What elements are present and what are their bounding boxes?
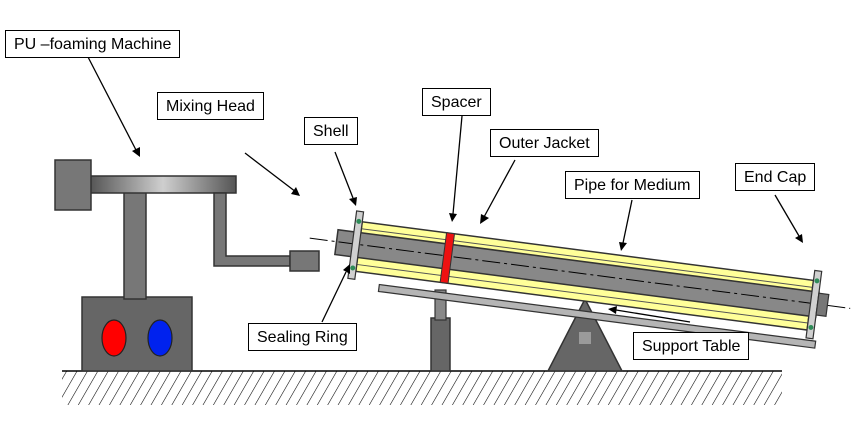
label-end-cap: End Cap (735, 163, 816, 191)
label-support-table: Support Table (633, 332, 750, 360)
pu-foaming-machine (54, 159, 320, 372)
machine-head-block (54, 159, 92, 211)
label-pipe-for-medium: Pipe for Medium (565, 171, 700, 199)
machine-column (123, 191, 147, 300)
label-pu-foaming-machine: PU –foaming Machine (5, 30, 181, 58)
mixing-hose (213, 192, 291, 267)
leader-lines (87, 56, 803, 323)
machine-arm (89, 175, 237, 194)
label-spacer: Spacer (422, 88, 491, 116)
pyramid-window (579, 332, 591, 344)
ground (62, 370, 782, 405)
label-mixing-head: Mixing Head (157, 92, 264, 120)
label-shell: Shell (304, 117, 358, 145)
left-flange (347, 210, 365, 280)
center-line (309, 237, 851, 309)
component-b-tank (147, 319, 173, 357)
spacer (439, 232, 456, 284)
end-cap-plug (815, 292, 830, 317)
label-outer-jacket: Outer Jacket (490, 129, 599, 157)
support-table (430, 289, 624, 372)
component-a-tank (101, 319, 127, 357)
post-collar (434, 289, 447, 321)
mixing-head (289, 250, 320, 272)
machine-base (81, 296, 193, 372)
post (430, 317, 451, 372)
label-sealing-ring: Sealing Ring (248, 323, 357, 351)
